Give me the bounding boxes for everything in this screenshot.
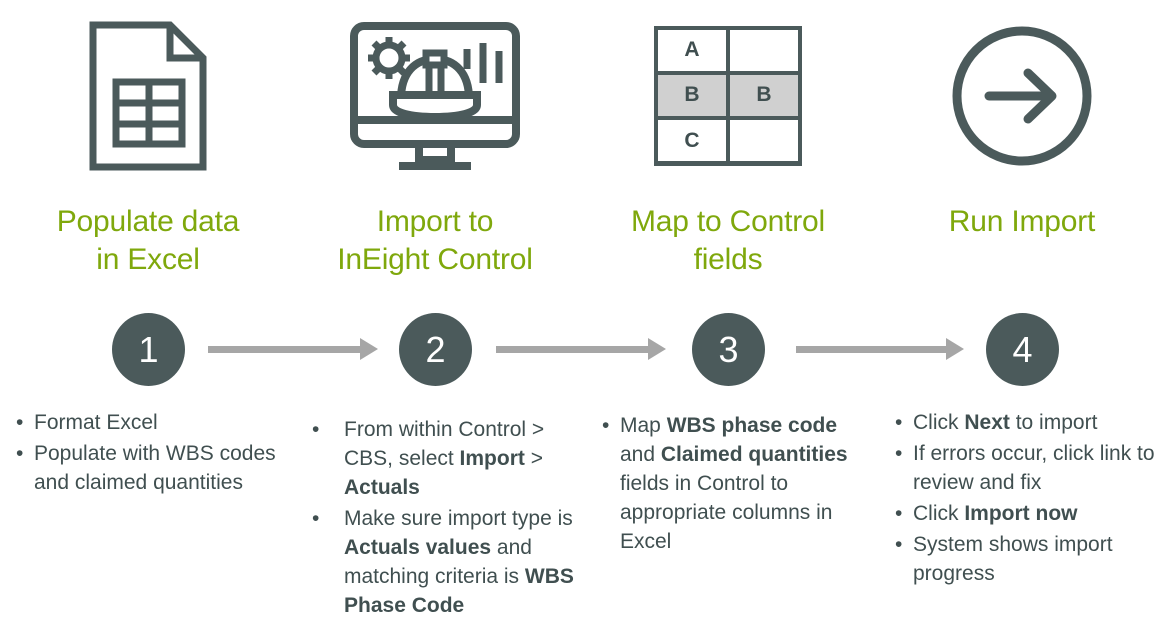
step-3-heading-line2: fields [693, 243, 763, 277]
step-number-badge-1: 1 [112, 313, 185, 386]
bullet-text: and matching criteria is [344, 535, 532, 588]
bullet-emphasis: Actuals [344, 475, 420, 499]
step-3-icon-cell: A B B C [638, 8, 818, 183]
arrow-shaft [208, 345, 360, 353]
arrow-head [360, 338, 378, 360]
step-1-icon-cell [58, 8, 238, 183]
gear-icon [368, 36, 410, 79]
bullet-text: > [524, 446, 543, 470]
step-number-badge-2: 2 [399, 313, 472, 386]
bullet-text: Make sure import type is [344, 506, 573, 530]
arrow-step2-to-step3 [496, 338, 666, 360]
step-1-bullet-list: Format ExcelPopulate with WBS codes and … [14, 409, 276, 500]
bar-chart-icon [463, 42, 503, 83]
monitor-hardhat-gear-chart-icon [350, 21, 520, 170]
bullet-emphasis: Claimed quantities [660, 442, 848, 466]
bullet-emphasis: Import [459, 446, 525, 470]
step-4-heading-line1: Run Import [948, 205, 1096, 238]
bullet-text: If errors occur, click link to review an… [913, 441, 1155, 494]
bullet-emphasis: Next [964, 411, 1010, 434]
mapping-grid-table-icon: A B B C [654, 25, 802, 166]
bullet-text: Click [913, 411, 965, 434]
bullet-item: System shows import progress [893, 531, 1163, 589]
bullet-text: From within Control > CBS, select [344, 418, 545, 470]
step-4-bullet-list: Click Next to import If errors occur, cli… [893, 409, 1163, 591]
step-1-heading-line1: Populate data [56, 205, 240, 238]
bullet-item: Click Import now [893, 500, 1163, 529]
hard-hat-icon [389, 49, 481, 121]
arrow-right-circle-icon [952, 26, 1092, 165]
step-1-heading: Populate data in Excel [0, 203, 298, 280]
bullet-text: and [620, 442, 661, 466]
bullet-text: to import [1009, 411, 1098, 434]
bullet-emphasis: WBS Phase Code [344, 564, 574, 617]
arrow-head [946, 338, 964, 360]
icon-row: A B B C [0, 0, 1170, 190]
step-number-badge-4: 4 [986, 313, 1059, 386]
step-2-icon-cell [345, 8, 525, 183]
bullet-item: From within Control > CBS, select Import… [306, 416, 576, 503]
bullet-item: Populate with WBS codes and claimed quan… [14, 440, 276, 498]
grid-cell: B [658, 74, 726, 117]
bullet-item: If errors occur, click link to review an… [893, 440, 1163, 498]
arrow-head [648, 338, 666, 360]
bullet-emphasis: Import now [964, 501, 1078, 525]
grid-cell [730, 29, 798, 71]
grid-cell: C [658, 120, 726, 162]
bullet-text: Map [620, 414, 667, 437]
bullet-item: Click Next to import [893, 409, 1163, 438]
arrow-step1-to-step2 [208, 338, 378, 360]
arrow-step3-to-step4 [796, 338, 964, 360]
grid-cell: B [730, 74, 798, 117]
grid-cell: A [658, 29, 726, 71]
bullet-text: Populate with WBS codes and claimed quan… [34, 441, 276, 494]
bullet-item: Map WBS phase code and Claimed quantitie… [600, 412, 870, 557]
grid-cell [730, 120, 798, 162]
step-2-heading: Import to InEight Control [285, 203, 585, 280]
excel-spreadsheet-document-icon [89, 21, 207, 170]
arrow-shaft [796, 345, 946, 353]
bullet-text: Format Excel [34, 411, 158, 434]
step-3-heading-line1: Map to Control [631, 205, 825, 238]
bullet-item: Make sure import type is Actuals values … [306, 505, 576, 621]
step-1-heading-line2: in Excel [96, 243, 200, 277]
step-2-heading-line2: InEight Control [337, 243, 533, 277]
step-number-badge-3: 3 [692, 313, 765, 386]
step-4-icon-cell [932, 8, 1112, 183]
bullet-emphasis: Actuals values [344, 535, 492, 559]
step-4-heading: Run Import [872, 203, 1170, 241]
bullet-emphasis: WBS phase code [666, 414, 838, 437]
step-2-heading-line1: Import to [376, 205, 494, 238]
arrow-shaft [496, 345, 648, 353]
step-3-heading: Map to Control fields [578, 203, 878, 280]
bullet-item: Format Excel [14, 409, 276, 438]
step-2-bullet-list: From within Control > CBS, select Import… [306, 416, 576, 623]
bullet-text: fields in Control to appropriate columns… [620, 471, 833, 553]
bullet-text: System shows import progress [913, 532, 1113, 585]
bullet-text: Click [913, 501, 965, 525]
step-3-bullet-list: Map WBS phase code and Claimed quantitie… [600, 412, 870, 559]
